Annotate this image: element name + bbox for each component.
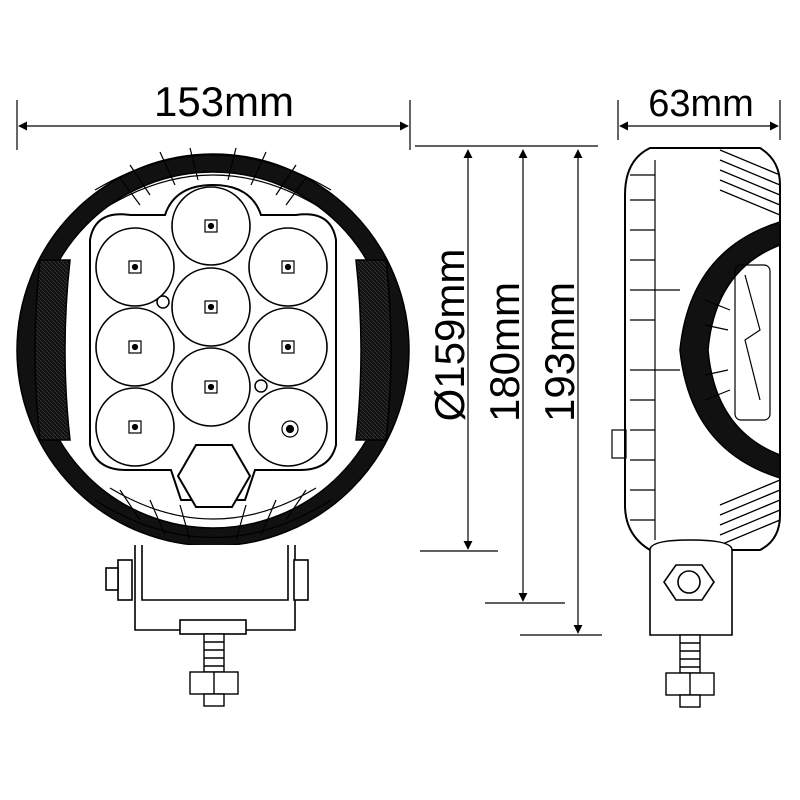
hex-logo-plate <box>176 444 252 508</box>
side-reflector <box>704 264 771 421</box>
depth-label: 63mm <box>648 83 754 125</box>
left-fins <box>34 259 71 441</box>
side-bracket <box>649 539 733 636</box>
mount-bracket <box>105 545 309 635</box>
mount-bolt <box>189 633 239 707</box>
screw <box>156 295 170 309</box>
screw <box>254 379 268 393</box>
right-fins <box>355 259 392 441</box>
top-grille <box>94 147 332 206</box>
bottom-grille <box>94 487 332 541</box>
led-chips <box>128 219 299 438</box>
side-view <box>611 147 781 708</box>
side-bolt <box>665 634 715 708</box>
side-rear-fins <box>611 160 680 540</box>
width-label: 153mm <box>154 78 294 125</box>
side-lens-curve <box>679 220 781 480</box>
diameter-label: Ø159mm <box>426 249 473 422</box>
dimension-lines <box>16 100 781 636</box>
side-front-fins <box>719 149 781 546</box>
overall-height-label: 193mm <box>536 282 583 422</box>
front-view <box>16 147 410 707</box>
height-label: 180mm <box>481 282 528 422</box>
